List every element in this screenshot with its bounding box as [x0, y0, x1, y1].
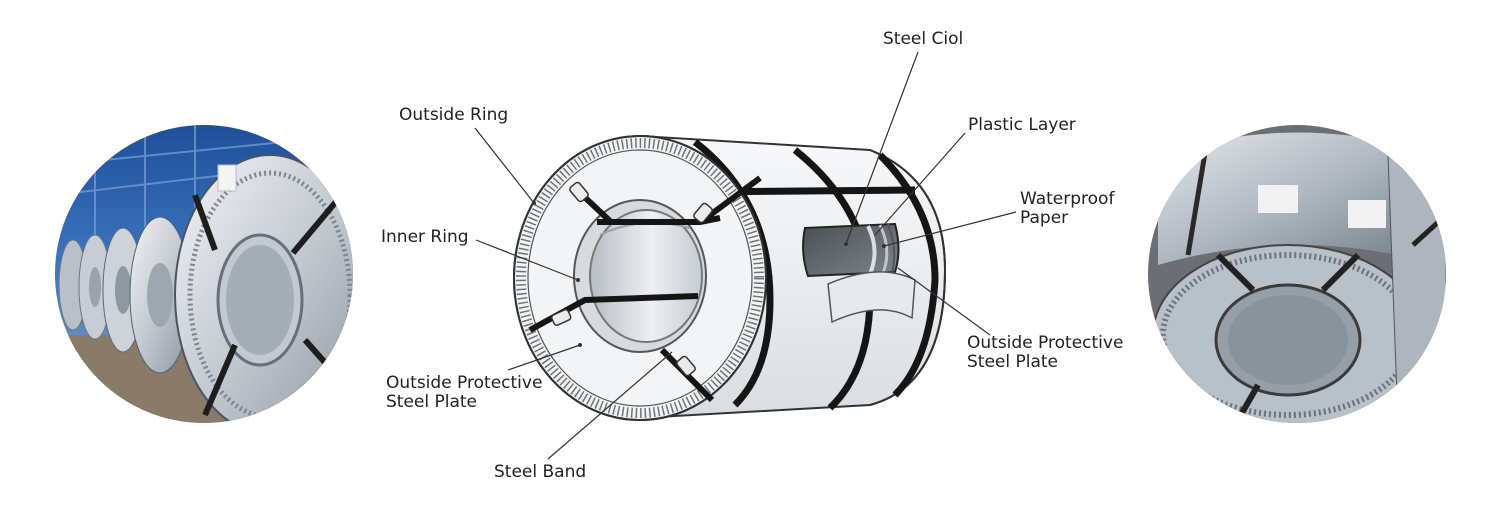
- label-outside-ring: Outside Ring: [399, 105, 509, 125]
- label-steel-band: Steel Band: [494, 462, 587, 482]
- leader-lines: [474, 51, 1017, 460]
- peeled-sheet: [827, 271, 916, 324]
- left-coil-photo: [55, 125, 353, 423]
- label-outside-protective-steel-plate-right: Outside Protective Steel Plate: [967, 334, 1123, 372]
- label-waterproof-paper-line2: Paper: [1020, 208, 1069, 228]
- label-outside-protective-left-line2: Steel Plate: [386, 392, 478, 412]
- label-waterproof-paper: Waterproof Paper: [1020, 190, 1114, 228]
- label-inner-ring: Inner Ring: [381, 227, 469, 247]
- label-outside-protective-right-line2: Steel Plate: [967, 352, 1059, 372]
- label-waterproof-paper-line1: Waterproof: [1020, 189, 1115, 209]
- label-steel-coil: Steel Ciol: [883, 29, 964, 49]
- center-hole: [589, 209, 703, 343]
- label-outside-protective-right-line1: Outside Protective: [967, 333, 1124, 353]
- label-plastic-layer: Plastic Layer: [968, 115, 1076, 135]
- label-outside-protective-left-line1: Outside Protective: [386, 373, 543, 393]
- outside-ring-teeth: [516, 138, 764, 418]
- band-clips: [550, 181, 713, 377]
- label-outside-protective-steel-plate-left: Outside Protective Steel Plate: [386, 374, 542, 412]
